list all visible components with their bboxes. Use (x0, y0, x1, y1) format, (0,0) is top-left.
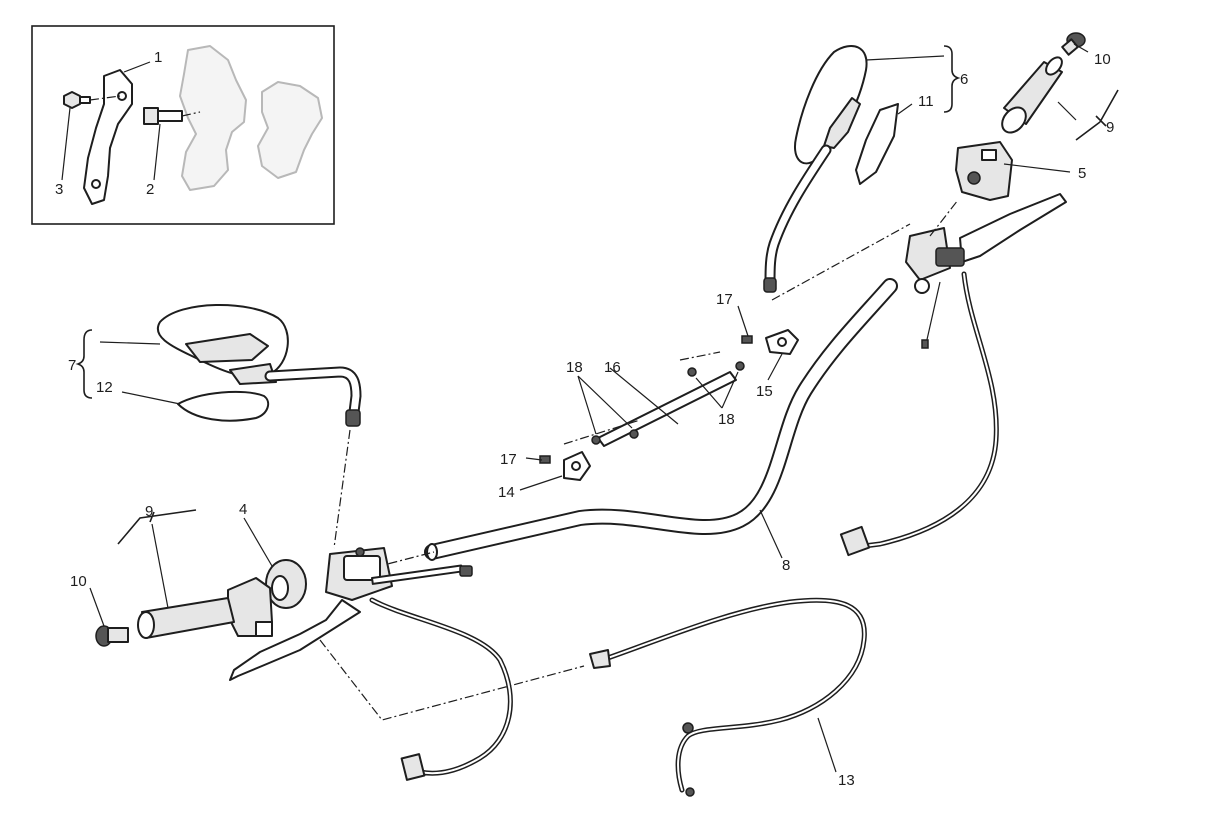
callout-18-right: 18 (718, 411, 735, 428)
brace-9-right (1075, 89, 1119, 141)
callout-13: 13 (838, 772, 855, 789)
pale-clamp-upper (179, 45, 247, 191)
brace-7 (75, 329, 93, 399)
right-mirror-part-6 (763, 45, 868, 293)
bolt-part-2 (143, 107, 183, 125)
callout-8: 8 (782, 557, 790, 574)
callout-6: 6 (960, 71, 968, 88)
end-weight-part-10-left (95, 625, 129, 647)
bracket-hole (117, 91, 127, 101)
washer-part-18-b (735, 361, 745, 371)
leader-lines (89, 43, 1089, 773)
callout-9-right: 9 (1106, 119, 1114, 136)
mirror-support-assembly (539, 329, 799, 481)
knob-part-4 (265, 559, 307, 609)
brace-9-left (117, 509, 197, 545)
washer-part-18-d (629, 429, 639, 439)
screw-part-3 (63, 91, 91, 109)
callout-3: 3 (55, 181, 63, 198)
callout-7: 7 (68, 357, 76, 374)
handlebar-end (426, 543, 438, 561)
left-switch-cable (369, 597, 513, 781)
mirror-cover-part-12 (177, 390, 270, 422)
callout-10-left: 10 (70, 573, 87, 590)
left-master-cylinder (229, 547, 473, 681)
callout-12: 12 (96, 379, 113, 396)
left-grip-part-9 (137, 597, 235, 639)
callout-4: 4 (239, 501, 247, 518)
handlebar-part-8 (424, 278, 898, 561)
callout-1: 1 (154, 49, 162, 66)
clutch-cable-part-13 (589, 597, 867, 797)
left-switch (227, 577, 273, 637)
brace-6 (943, 45, 961, 113)
callout-2: 2 (146, 181, 154, 198)
callout-18-left: 18 (566, 359, 583, 376)
callout-10-right: 10 (1094, 51, 1111, 68)
screw-part-17-upper (741, 335, 753, 344)
right-master-cylinder (905, 193, 1067, 294)
callout-17-upper: 17 (716, 291, 733, 308)
right-switch-part-5 (955, 141, 1013, 201)
right-switch-cable (839, 271, 999, 557)
support-rod-part-16 (597, 371, 737, 447)
callout-9-left: 9 (145, 503, 153, 520)
bracket-hole-lower (91, 179, 101, 189)
mirror-bracket-part-1 (83, 69, 133, 205)
mirror-cover-part-11 (855, 103, 899, 185)
washer-part-18-c (591, 435, 601, 445)
callout-16: 16 (604, 359, 621, 376)
washer-part-18-a (687, 367, 697, 377)
left-mirror-part-7 (156, 304, 362, 427)
detail-inset (31, 25, 335, 225)
right-grip-part-9 (1001, 56, 1063, 134)
callout-5: 5 (1078, 165, 1086, 182)
callout-14: 14 (498, 484, 515, 501)
pale-clamp-lower (257, 81, 323, 179)
callout-17-lower: 17 (500, 451, 517, 468)
callout-11: 11 (918, 93, 934, 110)
callout-15: 15 (756, 383, 773, 400)
end-weight-part-10-right (1061, 32, 1086, 56)
inset-frame (31, 25, 335, 225)
